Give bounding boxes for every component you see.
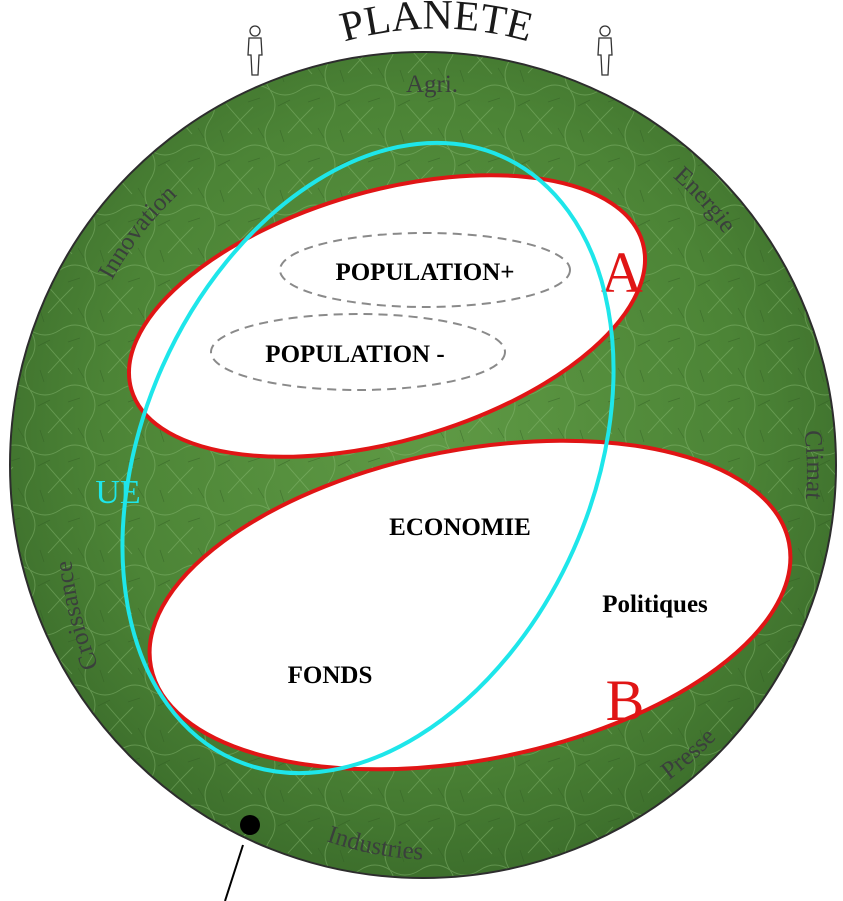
- population-minus-label: POPULATION -: [265, 341, 444, 368]
- sector-climat: Climat: [799, 429, 828, 500]
- ellipse-b-label: B: [606, 668, 645, 733]
- person-right-icon: [598, 26, 612, 75]
- planet-title: PLANETE: [335, 0, 537, 51]
- person-left-icon: [248, 26, 262, 75]
- politiques-label: Politiques: [602, 591, 708, 618]
- economie-label: ECONOMIE: [389, 514, 531, 541]
- ue-label: UE: [95, 474, 140, 511]
- sector-agri: Agri.: [406, 71, 458, 98]
- population-plus-label: POPULATION+: [335, 259, 514, 286]
- fonds-label: FONDS: [288, 662, 373, 689]
